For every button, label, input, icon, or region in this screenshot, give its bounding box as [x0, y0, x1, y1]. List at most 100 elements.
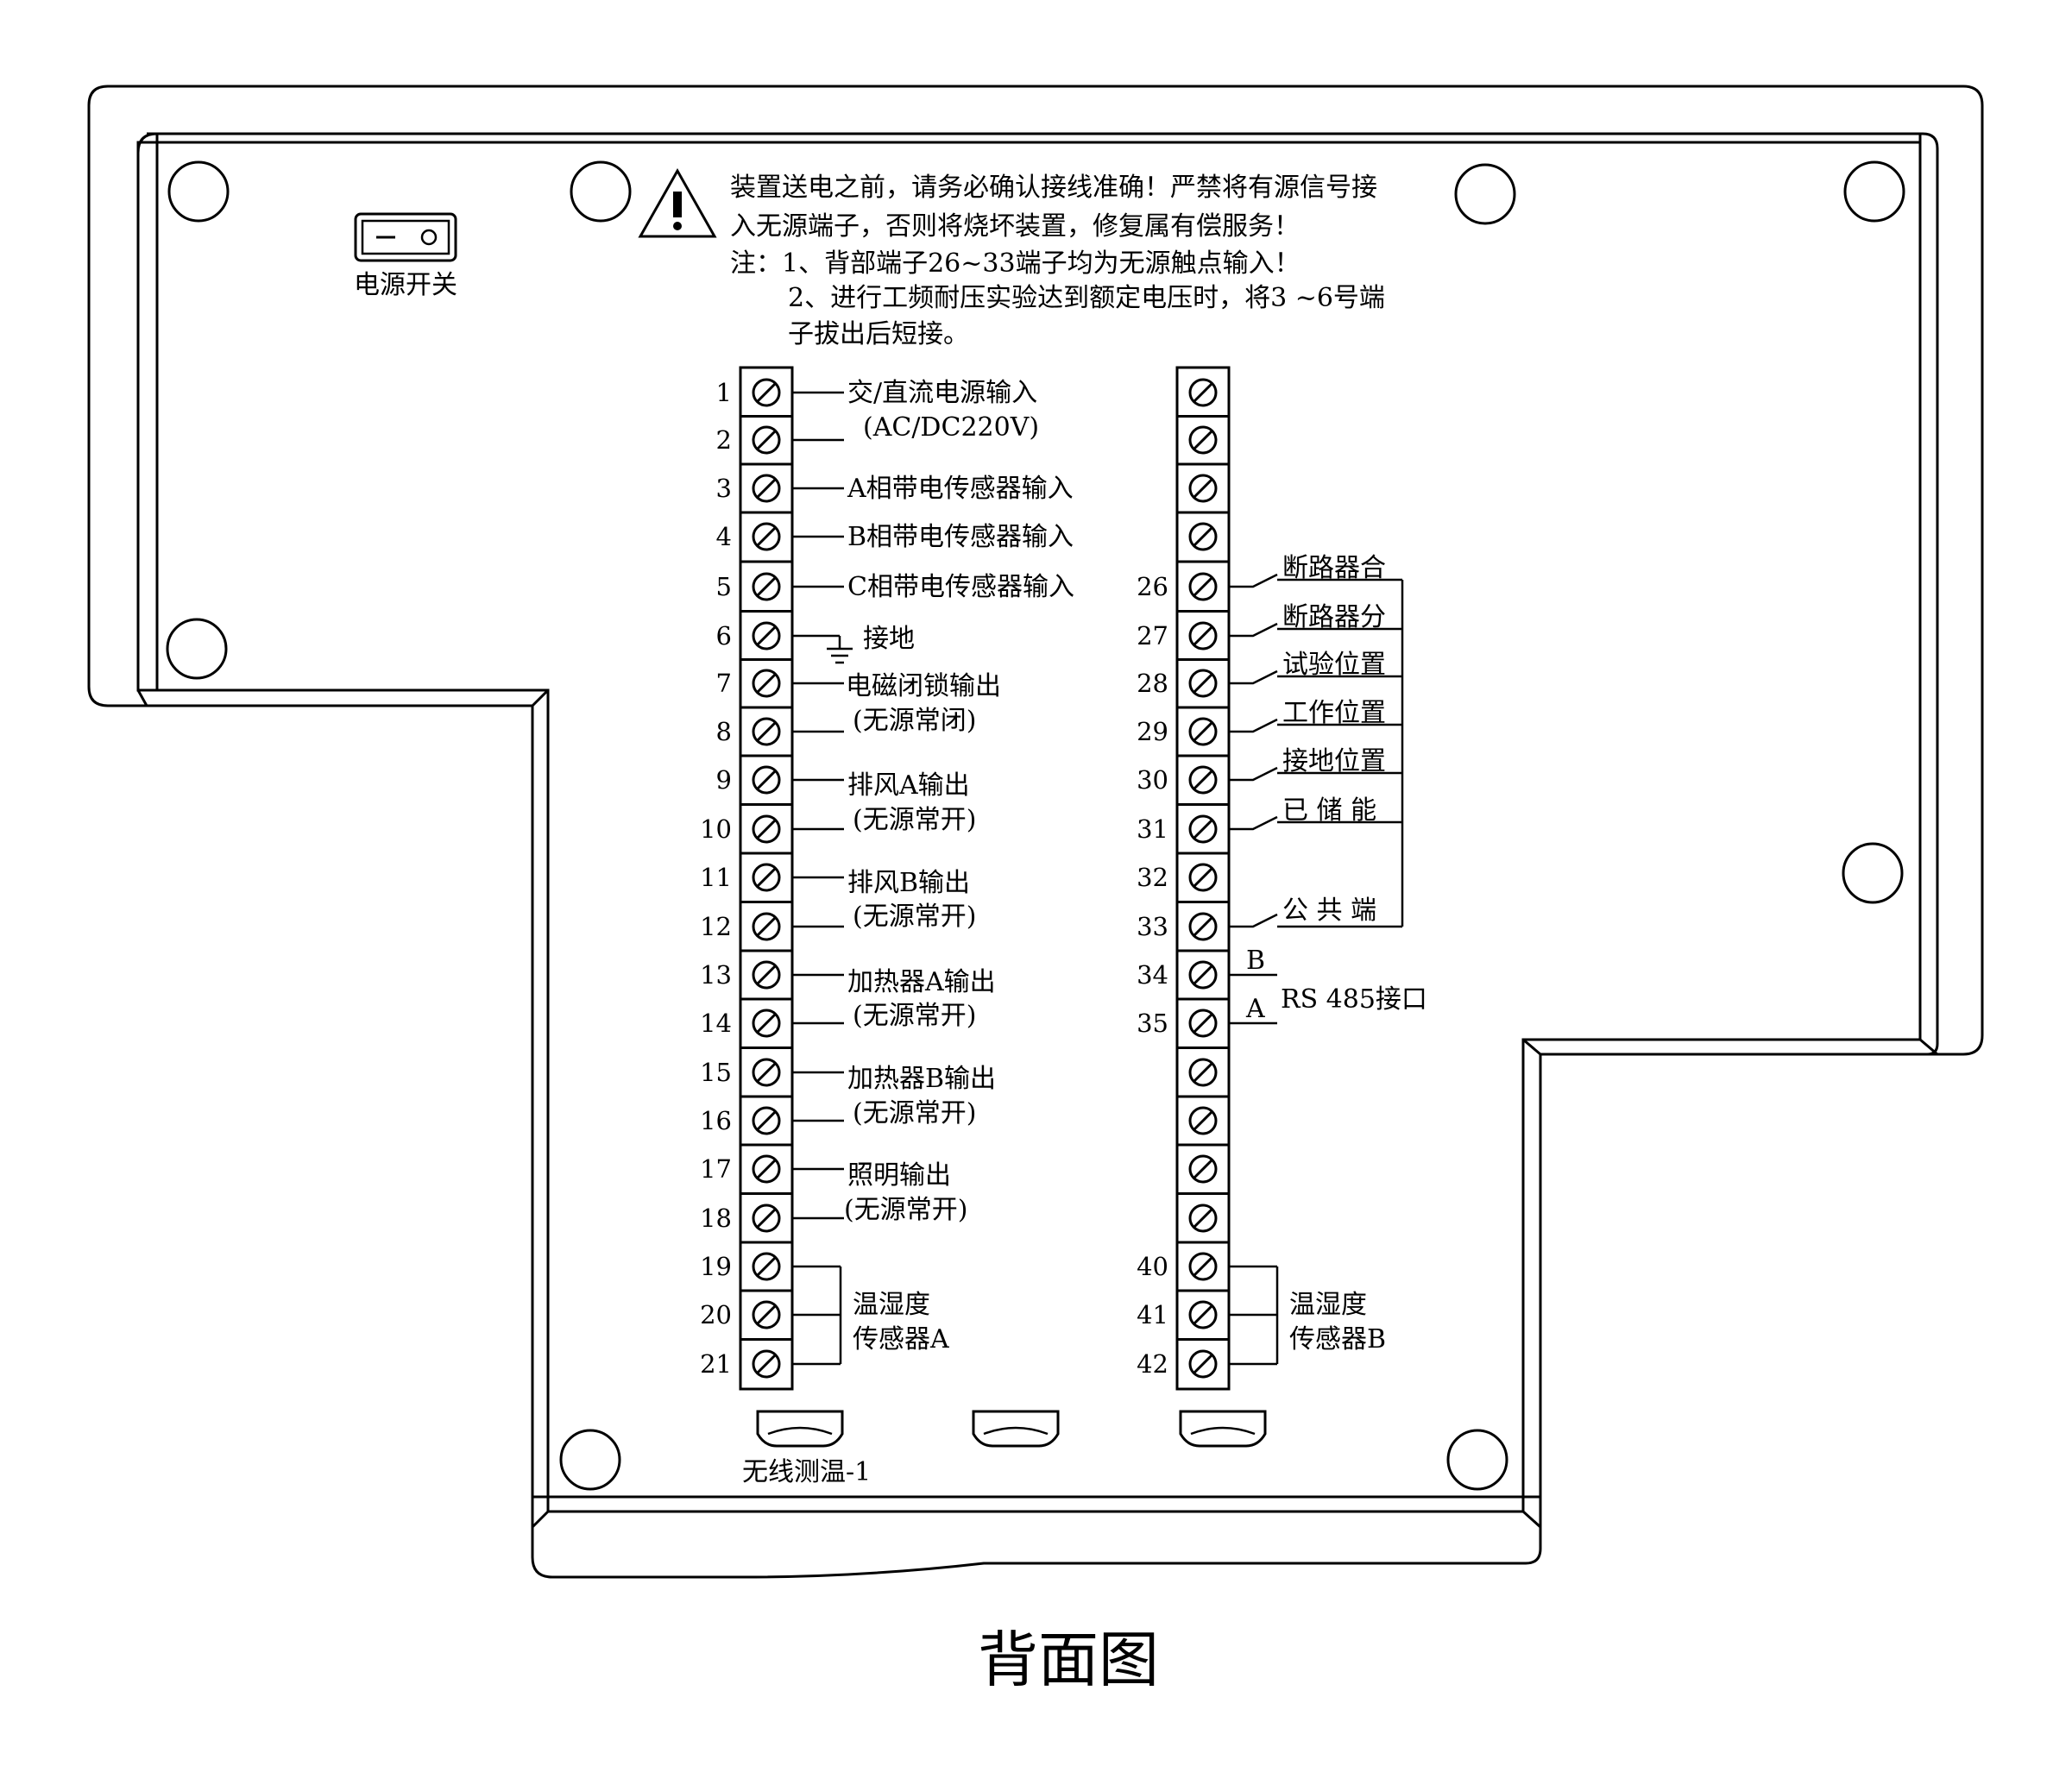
- terminal-screw-icon: [752, 1058, 781, 1087]
- connector-middle: [972, 1410, 1060, 1448]
- label-energy-stored: 已 储 能: [1282, 795, 1376, 826]
- warning-note-1: 注：1、背部端子26~33端子均为无源触点输入！: [730, 248, 1301, 279]
- left-terminal-number: 9: [716, 765, 732, 795]
- label-temp-humidity-b-1: 温湿度: [1289, 1290, 1367, 1320]
- terminal-screw-icon: [1188, 1252, 1218, 1281]
- label-common: 公 共 端: [1282, 896, 1376, 926]
- label-magnetic-lock: 电磁闭锁输出: [846, 671, 1001, 701]
- terminal-screw-icon: [1188, 814, 1218, 844]
- left-terminal-number: 21: [700, 1349, 732, 1379]
- left-terminal-number: 1: [716, 378, 732, 407]
- mounting-holes: [166, 160, 1905, 1491]
- label-fan-b: 排风B输出: [847, 868, 970, 898]
- terminal-screw-icon: [752, 960, 781, 990]
- terminal-screw-icon: [752, 1204, 781, 1233]
- diagram-caption: 背面图: [978, 1625, 1159, 1695]
- left-terminal-number: 11: [700, 863, 732, 892]
- right-labels: 断路器合 断路器分 试验位置 工作位置 接地位置 已 储 能 公 共 端 B A…: [1245, 553, 1427, 1354]
- label-phase-c-sensor: C相带电传感器输入: [847, 572, 1074, 602]
- right-leads: [1229, 573, 1404, 1366]
- left-terminal-number: 2: [716, 425, 732, 455]
- left-terminal-number: 20: [700, 1300, 732, 1329]
- label-lighting: 照明输出: [847, 1160, 951, 1191]
- screw-slot: [756, 965, 777, 985]
- right-terminal-number: 34: [1137, 960, 1168, 990]
- terminal-screw-icon: [752, 378, 781, 407]
- screw-slot: [1193, 625, 1213, 646]
- terminal-screw-icon: [1188, 765, 1218, 795]
- screw-slot: [1193, 819, 1213, 839]
- mounting-hole: [166, 618, 228, 680]
- screw-slot: [1193, 916, 1213, 937]
- label-no-contact-lighting: (无源常开): [844, 1195, 967, 1225]
- screw-slot: [756, 721, 777, 742]
- connector-label: 无线测温-1: [742, 1457, 871, 1487]
- mounting-hole: [1842, 842, 1904, 904]
- screw-slot: [756, 1354, 777, 1374]
- screw-slot: [1193, 382, 1213, 403]
- terminal-screw-icon: [752, 522, 781, 551]
- label-rs485-b: B: [1246, 946, 1265, 976]
- terminal-screw-icon: [752, 863, 781, 892]
- screw-slot: [756, 478, 777, 499]
- warning-note-3: 子拔出后短接。: [788, 319, 969, 349]
- screw-slot: [756, 1208, 777, 1229]
- label-rs485-a: A: [1245, 994, 1265, 1024]
- screw-slot: [1193, 526, 1213, 547]
- warning-triangle-icon: [638, 167, 717, 238]
- label-temp-humidity-a-1: 温湿度: [853, 1290, 930, 1320]
- terminal-screw-icon: [1188, 572, 1218, 601]
- screw-slot: [1193, 1110, 1213, 1131]
- screw-slot: [756, 576, 777, 597]
- screw-slot: [756, 819, 777, 839]
- terminal-screw-icon: [1188, 1349, 1218, 1379]
- warning-note-2: 2、进行工频耐压实验达到额定电压时，将3 ~6号端: [788, 283, 1385, 313]
- right-terminal-number: 41: [1137, 1300, 1168, 1329]
- right-terminal-frame: [1175, 366, 1231, 1391]
- label-heater-b: 加热器B输出: [847, 1064, 996, 1094]
- screw-slot: [1193, 721, 1213, 742]
- terminal-screw-icon: [1188, 1106, 1218, 1135]
- right-terminal-number: 27: [1137, 621, 1168, 651]
- terminal-screw-icon: [752, 1349, 781, 1379]
- terminal-screw-icon: [1188, 1058, 1218, 1087]
- label-fan-a: 排风A输出: [847, 770, 970, 801]
- left-labels: 交/直流电源输入 (AC/DC220V) A相带电传感器输入 B相带电传感器输入…: [844, 378, 1074, 1354]
- power-switch-label: 电源开关: [354, 270, 457, 300]
- screw-slot: [756, 1304, 777, 1325]
- terminal-screw-icon: [752, 765, 781, 795]
- screw-slot: [1193, 1013, 1213, 1034]
- terminal-screw-icon: [752, 425, 781, 455]
- screw-slot: [1193, 1354, 1213, 1374]
- screw-slot: [756, 625, 777, 646]
- label-no-contact-heater-b: (无源常开): [853, 1098, 976, 1128]
- screw-slot: [1193, 430, 1213, 450]
- power-switch[interactable]: [354, 212, 457, 262]
- mounting-hole: [570, 160, 632, 223]
- screw-slot: [1193, 965, 1213, 985]
- label-breaker-open: 断路器分: [1282, 602, 1386, 632]
- screw-slot: [756, 430, 777, 450]
- label-no-contact-heater-a: (无源常开): [853, 1001, 976, 1031]
- wireless-temp-connector: [756, 1410, 844, 1448]
- screw-slot: [756, 1062, 777, 1083]
- label-nc-contact: (无源常闭): [853, 706, 976, 736]
- mounting-hole: [167, 160, 230, 223]
- left-terminal-number: 5: [716, 572, 732, 601]
- left-terminal-number: 12: [700, 912, 732, 941]
- label-no-contact-fan-b: (无源常开): [853, 902, 976, 932]
- left-terminal-number: 17: [700, 1154, 732, 1184]
- terminal-screw-icon: [752, 814, 781, 844]
- screw-slot: [756, 673, 777, 694]
- right-terminal-number: 29: [1137, 717, 1168, 746]
- left-terminal-number: 18: [700, 1204, 732, 1233]
- screw-slot: [1193, 576, 1213, 597]
- label-heater-a: 加热器A输出: [847, 967, 996, 997]
- label-breaker-closed: 断路器合: [1282, 553, 1386, 583]
- screw-slot: [756, 382, 777, 403]
- screw-slot: [756, 770, 777, 790]
- terminal-screw-icon: [1188, 960, 1218, 990]
- left-terminal-number: 14: [700, 1009, 732, 1038]
